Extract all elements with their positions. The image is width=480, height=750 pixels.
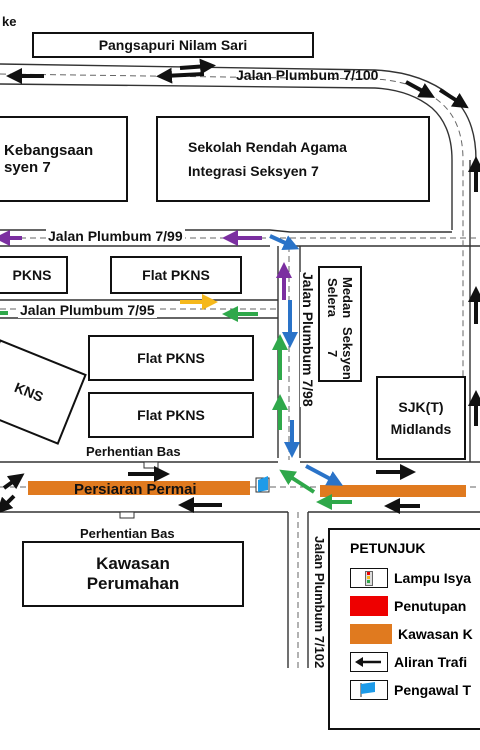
building-sjk: SJK(T) Midlands	[376, 376, 466, 460]
building-sra-line1: Sekolah Rendah Agama	[188, 139, 347, 155]
traffic-light-icon	[350, 568, 388, 588]
road-label-7-102: Jalan Plumbum 7/102	[312, 536, 327, 669]
legend-panel: PETUNJUK Lampu Isya Penutupan Kawasan K …	[328, 528, 480, 730]
work-zone-west	[28, 481, 250, 495]
building-flat-pkns-1: Flat PKNS	[110, 256, 242, 294]
marshal-flag-icon	[350, 680, 388, 700]
building-sk-line2: syen 7	[4, 159, 51, 176]
bus-stop-south-label: Perhentian Bas	[80, 526, 175, 541]
road-7-100-lane	[0, 73, 464, 460]
building-kawasan-perumahan: Kawasan Perumahan	[22, 541, 244, 607]
bus-stop-south-icon	[119, 511, 135, 519]
legend-label-2: Penutupan	[394, 598, 467, 614]
legend-label-4: Aliran Trafi	[394, 654, 468, 670]
bus-stop-north-icon	[143, 461, 159, 469]
legend-row-traffic-light: Lampu Isya	[350, 566, 471, 590]
building-sra-line2: Integrasi Seksyen 7	[188, 163, 319, 179]
blue-arrow-1	[269, 234, 300, 250]
flow-arrow-4	[405, 80, 436, 98]
legend-label-1: Lampu Isya	[394, 570, 472, 586]
work-zone-swatch-icon	[350, 624, 392, 644]
green-arrow-5	[279, 469, 316, 494]
work-zone-east	[320, 485, 466, 497]
top-left-text: ke	[2, 14, 17, 29]
blue-arrow-4	[305, 464, 344, 486]
flow-arrow-2	[179, 58, 216, 75]
building-pkns-left: PKNS	[0, 256, 68, 294]
flow-arrow-13	[0, 494, 16, 514]
road-label-7-98: Jalan Plumbum 7/98	[300, 272, 316, 407]
road-7-100-south-edge	[0, 83, 453, 230]
building-flat-pkns-3-label: Flat PKNS	[137, 407, 205, 423]
building-kns-label: KNS	[12, 379, 46, 405]
flow-arrow-5	[438, 88, 469, 109]
closure-swatch-icon	[350, 596, 388, 616]
building-flat-pkns-2-label: Flat PKNS	[137, 350, 205, 366]
bus-stop-north-label: Perhentian Bas	[86, 444, 181, 459]
road-label-persiaran-permai: Persiaran Permai	[74, 481, 197, 498]
road-label-7-99: Jalan Plumbum 7/99	[46, 228, 185, 244]
traffic-flow-arrow-icon	[350, 652, 388, 672]
building-pkns-left-label: PKNS	[12, 267, 52, 283]
building-kawasan-line2: Perumahan	[86, 574, 180, 593]
legend-label-5: Pengawal T	[394, 682, 472, 698]
legend-row-work-zone: Kawasan K	[350, 622, 473, 646]
legend-row-marshal: Pengawal T	[350, 678, 471, 702]
building-sra: Sekolah Rendah Agama Integrasi Seksyen 7	[156, 116, 430, 202]
building-medan-selera: Medan Selera Seksyen 7	[318, 266, 362, 382]
building-flat-pkns-3: Flat PKNS	[88, 392, 254, 438]
road-label-7-95: Jalan Plumbum 7/95	[18, 302, 157, 318]
building-sk-line1: Kebangsaan	[4, 142, 94, 159]
building-medan-line2: Seksyen 7	[325, 327, 355, 380]
building-kawasan-line1: Kawasan	[96, 554, 170, 573]
building-pangsapuri-label: Pangsapuri Nilam Sari	[98, 37, 248, 53]
building-flat-pkns-2: Flat PKNS	[88, 335, 254, 381]
building-sk: Kebangsaan syen 7	[0, 116, 128, 202]
building-pangsapuri: Pangsapuri Nilam Sari	[32, 32, 314, 58]
legend-row-closure: Penutupan	[350, 594, 466, 618]
building-flat-pkns-1-label: Flat PKNS	[142, 267, 210, 283]
building-sjk-line1: SJK(T)	[398, 399, 444, 415]
flow-arrow-14	[2, 473, 25, 490]
traffic-marshal-flag	[255, 476, 270, 493]
flow-arrow-3	[156, 67, 205, 84]
building-medan-line1: Medan Selera	[325, 277, 355, 319]
legend-title: PETUNJUK	[350, 540, 426, 556]
legend-row-traffic-flow: Aliran Trafi	[350, 650, 467, 674]
road-label-7-100: Jalan Plumbum 7/100	[236, 67, 379, 83]
building-sjk-line2: Midlands	[390, 421, 452, 437]
legend-label-3: Kawasan K	[398, 626, 473, 642]
